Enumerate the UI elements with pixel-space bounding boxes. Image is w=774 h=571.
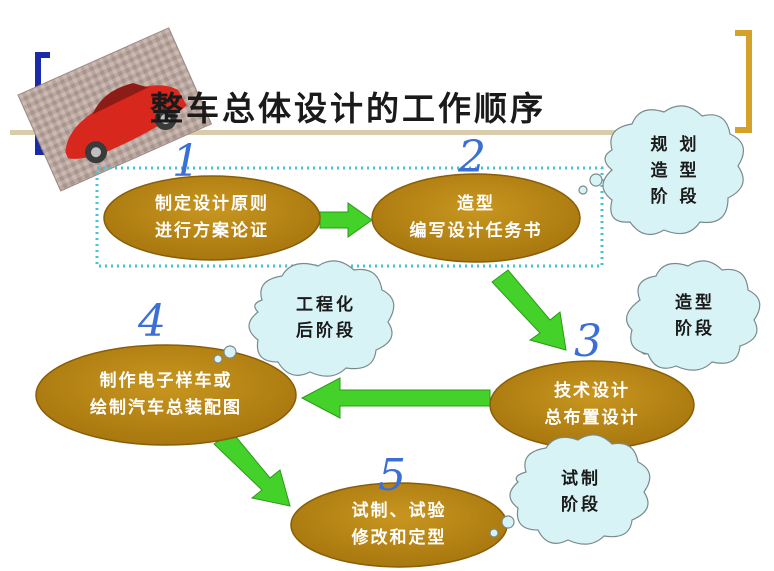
step-2-ellipse bbox=[371, 173, 581, 263]
cloud-planning-line-3: 阶 段 bbox=[650, 187, 700, 207]
step-5-line-2: 修改和定型 bbox=[351, 528, 447, 548]
cloud-planning-line-2: 造 型 bbox=[650, 161, 700, 181]
cloud-trial-line-2: 阶段 bbox=[561, 495, 601, 515]
step-2-label: 造型 编写设计任务书 bbox=[376, 191, 576, 245]
step-2-line-2: 编写设计任务书 bbox=[409, 221, 543, 241]
step-1-label: 制定设计原则 进行方案论证 bbox=[112, 191, 312, 245]
cloud-engineering-line-1: 工程化 bbox=[296, 295, 356, 315]
step-3-line-2: 总布置设计 bbox=[544, 408, 640, 428]
step-1-line-1: 制定设计原则 bbox=[155, 194, 269, 214]
cloud-trial-line-1: 试制 bbox=[561, 469, 601, 489]
cloud-styling-label: 造型 阶段 bbox=[640, 290, 750, 342]
cloud-planning bbox=[578, 105, 745, 236]
cloud-engineering-label: 工程化 后阶段 bbox=[266, 292, 386, 344]
step-5-line-1: 试制、试验 bbox=[351, 501, 447, 521]
step-4-line-2: 绘制汽车总装配图 bbox=[90, 398, 242, 418]
step-3-line-1: 技术设计 bbox=[554, 381, 630, 401]
step-1-number: 1 bbox=[172, 136, 200, 187]
cloud-engineering bbox=[213, 260, 395, 377]
step-1-line-2: 进行方案论证 bbox=[155, 221, 269, 241]
cloud-engineering-line-2: 后阶段 bbox=[296, 321, 356, 341]
cloud-styling bbox=[625, 260, 761, 371]
step-4-number: 4 bbox=[138, 296, 166, 347]
step-4-ellipse bbox=[35, 344, 297, 446]
cloud-trial bbox=[489, 434, 651, 545]
step-5-number: 5 bbox=[378, 450, 406, 501]
cloud-planning-label: 规 划 造 型 阶 段 bbox=[620, 132, 730, 210]
arrow-1-to-2 bbox=[319, 202, 373, 238]
step-3-label: 技术设计 总布置设计 bbox=[492, 378, 692, 432]
arrow-4-to-5 bbox=[213, 431, 291, 507]
cloud-styling-line-1: 造型 bbox=[675, 293, 715, 313]
planning-group-box bbox=[95, 166, 604, 268]
step-3-number: 3 bbox=[574, 316, 602, 367]
arrow-2-to-3 bbox=[491, 269, 567, 351]
cloud-styling-line-2: 阶段 bbox=[675, 319, 715, 339]
cloud-planning-line-1: 规 划 bbox=[650, 135, 700, 155]
step-4-label: 制作电子样车或 绘制汽车总装配图 bbox=[46, 368, 286, 422]
right-bracket bbox=[735, 30, 752, 133]
step-2-number: 2 bbox=[458, 132, 486, 183]
red-car-photo-icon bbox=[17, 27, 213, 192]
step-4-line-1: 制作电子样车或 bbox=[99, 371, 233, 391]
title-underline bbox=[10, 130, 710, 135]
step-5-label: 试制、试验 修改和定型 bbox=[299, 498, 499, 552]
page-title: 整车总体设计的工作顺序 bbox=[150, 89, 546, 128]
cloud-trial-label: 试制 阶段 bbox=[526, 466, 636, 518]
step-1-ellipse bbox=[103, 175, 321, 261]
step-2-line-1: 造型 bbox=[457, 194, 495, 214]
arrow-3-to-4 bbox=[300, 377, 491, 419]
